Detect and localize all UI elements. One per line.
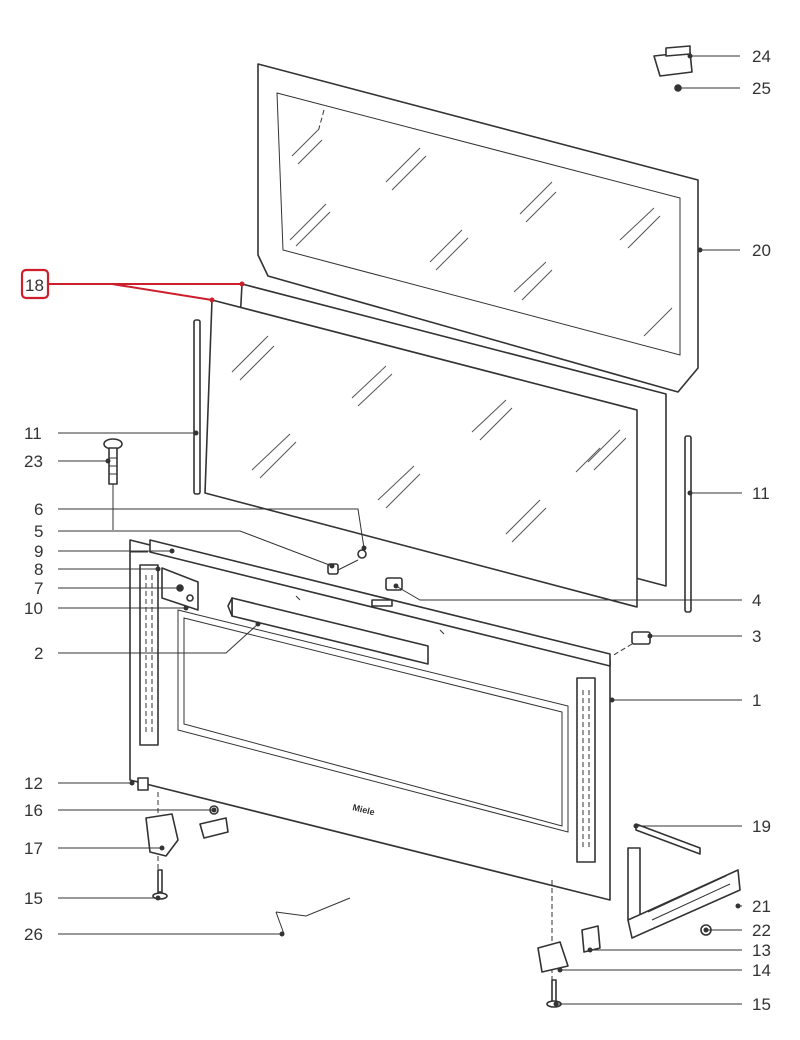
- label-24: 24: [752, 47, 771, 66]
- label-4: 4: [752, 591, 761, 610]
- label-8: 8: [34, 560, 43, 579]
- part-20-outer-glass: [257, 63, 699, 393]
- label-15-left: 15: [24, 889, 43, 908]
- part-3-clip: [611, 631, 651, 657]
- label-16: 16: [24, 801, 43, 820]
- label-17: 17: [24, 839, 43, 858]
- part-labels: 24 25 20 18 11 23 11 6 5 9 8 7 10 4 3 2 …: [24, 47, 771, 1014]
- part-11-right-seal: [684, 435, 692, 613]
- part-5-6-screws: [327, 549, 367, 575]
- label-20: 20: [752, 241, 771, 260]
- label-6: 6: [34, 500, 43, 519]
- label-26: 26: [24, 925, 43, 944]
- label-5: 5: [34, 522, 43, 541]
- part-19-rod: [635, 823, 701, 855]
- label-14: 14: [752, 961, 771, 980]
- part-1-door-frame: Miele: [129, 539, 611, 901]
- label-13: 13: [752, 941, 771, 960]
- label-19: 19: [752, 817, 771, 836]
- label-23: 23: [24, 452, 43, 471]
- part-14-right-hinge: [537, 880, 601, 990]
- label-10: 10: [24, 599, 43, 618]
- label-9: 9: [34, 542, 43, 561]
- part-18-highlight: [20, 268, 245, 303]
- label-1: 1: [752, 691, 761, 710]
- label-21: 21: [752, 897, 771, 916]
- leader-lines: [58, 53, 742, 1007]
- label-7: 7: [34, 579, 43, 598]
- label-3: 3: [752, 627, 761, 646]
- part-26-wire: [275, 897, 351, 935]
- part-21-right-hinge: [627, 847, 741, 939]
- label-11-right: 11: [752, 484, 770, 503]
- label-25: 25: [752, 79, 771, 98]
- part-24-25-top-clip: [653, 45, 693, 92]
- part-15-left-screw: [152, 869, 168, 900]
- part-23-screw-pin: [103, 438, 123, 530]
- label-12: 12: [24, 774, 43, 793]
- part-11-left-seal: [193, 319, 201, 495]
- part-2-handle: [227, 597, 429, 665]
- label-15-right: 15: [752, 995, 771, 1014]
- part-12-pad: [137, 777, 149, 791]
- label-22: 22: [752, 921, 771, 940]
- label-11-left: 11: [24, 424, 42, 443]
- part-18-inner-glass: [204, 283, 667, 608]
- label-2: 2: [34, 644, 43, 663]
- label-18: 18: [25, 276, 44, 295]
